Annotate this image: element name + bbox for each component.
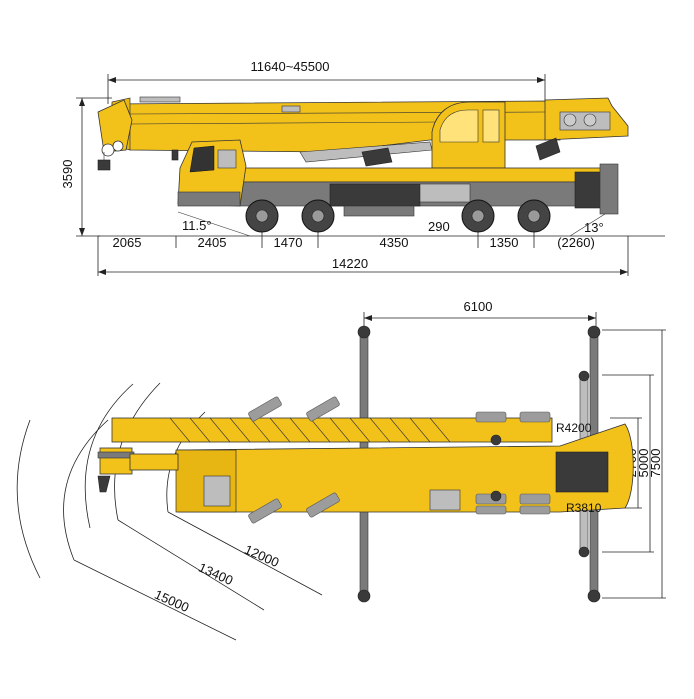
radius-front-label: R4200 xyxy=(556,421,592,435)
outrigger-span-label: 6100 xyxy=(464,299,493,314)
wheels xyxy=(245,199,551,233)
radius-rear-label: R3810 xyxy=(566,501,602,515)
outrigger-pad xyxy=(587,589,601,603)
segment-label: (2260) xyxy=(557,235,595,250)
outrigger-pad xyxy=(357,589,371,603)
operator-cab xyxy=(431,101,506,169)
top-view: 6100 2700 5000 7500 xyxy=(16,299,666,641)
segment-label: 1470 xyxy=(274,235,303,250)
outrigger-span-dimension: 6100 xyxy=(363,299,597,330)
segment-label: 2065 xyxy=(113,235,142,250)
outrigger-pad xyxy=(578,370,590,382)
width-label: 7500 xyxy=(648,449,663,478)
boom-base xyxy=(535,97,629,161)
luffing-cylinder xyxy=(299,141,433,167)
segment-dimensions: 2065 2405 1470 4350 1350 (2260) xyxy=(97,232,629,276)
approach-angle-label: 11.5° xyxy=(182,218,212,233)
width-dimensions: 2700 5000 7500 xyxy=(602,329,666,599)
height-label: 3590 xyxy=(60,160,75,189)
boom-length-label: 11640~45500 xyxy=(251,59,330,74)
crane-body-top xyxy=(97,411,634,515)
turning-radius-label: 13400 xyxy=(196,560,235,588)
overall-length-dimension: 14220 xyxy=(98,256,628,275)
departure-angle-label: 13° xyxy=(584,220,604,235)
turning-radius-label: 15000 xyxy=(152,587,191,615)
boom-length-dimension: 11640~45500 xyxy=(107,59,546,104)
carrier-chassis xyxy=(237,163,619,217)
segment-label: 4350 xyxy=(380,235,409,250)
outrigger-pad xyxy=(357,325,371,339)
width-label: 5000 xyxy=(636,449,651,478)
overall-length-label: 14220 xyxy=(332,256,368,271)
outrigger-pad xyxy=(587,325,601,339)
height-dimension: 3590 xyxy=(60,97,112,237)
turning-radius-label: 12000 xyxy=(242,542,281,570)
segment-label: 1350 xyxy=(490,235,519,250)
front-wheel-steer xyxy=(248,396,340,524)
truck-cab xyxy=(171,139,247,207)
segment-label: 2405 xyxy=(198,235,227,250)
outrigger-pad xyxy=(578,546,590,558)
side-view: 11640~45500 3590 xyxy=(60,59,665,276)
ground-clearance-label: 290 xyxy=(428,219,450,234)
